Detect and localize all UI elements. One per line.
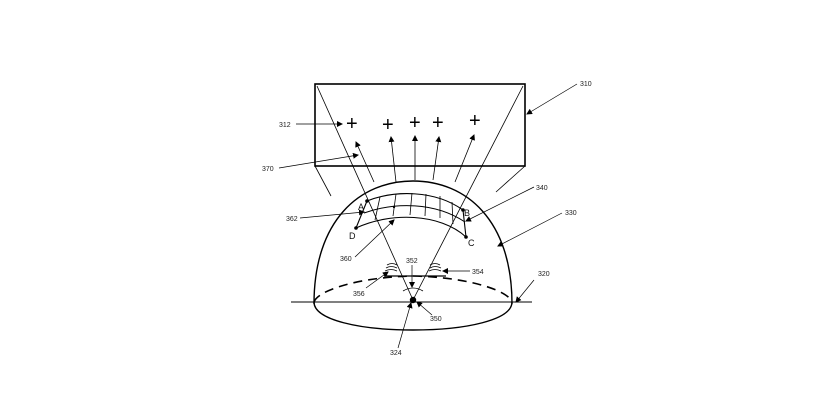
- label-360: 360: [340, 256, 352, 263]
- point-c-label: C: [468, 238, 475, 248]
- label-320: 320: [538, 271, 550, 278]
- label-324: 324: [390, 350, 402, 357]
- target-plus: +: [409, 112, 421, 134]
- label-362: 362: [286, 216, 298, 223]
- label-340: 340: [536, 185, 548, 192]
- target-plus: +: [469, 110, 481, 132]
- angle-arc: [402, 287, 424, 292]
- reference-numerals: 310 312 370 340 330 362 360 352 354 356 …: [262, 81, 592, 357]
- dome: [313, 180, 513, 305]
- label-370: 370: [262, 166, 274, 173]
- viewing-region: [355, 192, 467, 238]
- rays: [355, 134, 475, 183]
- angle-hatches: [384, 263, 442, 272]
- target-plus: +: [382, 114, 394, 136]
- label-354: 354: [472, 269, 484, 276]
- target-plus: +: [432, 112, 444, 134]
- label-330: 330: [565, 210, 577, 217]
- label-350: 350: [430, 316, 442, 323]
- point-a-label: A: [358, 202, 364, 212]
- targets: + + + + +: [346, 110, 481, 136]
- point-d-label: D: [349, 231, 356, 241]
- leader-lines: [278, 83, 578, 349]
- label-356: 356: [353, 291, 365, 298]
- point-b-label: B: [464, 208, 470, 218]
- label-310: 310: [580, 81, 592, 88]
- target-plus: +: [346, 113, 358, 135]
- display-screen: [314, 83, 526, 167]
- corner-points: [354, 199, 468, 239]
- dome-base-front: [313, 301, 513, 331]
- label-352: 352: [406, 258, 418, 265]
- viewer-point: [409, 296, 417, 304]
- label-312: 312: [279, 122, 291, 129]
